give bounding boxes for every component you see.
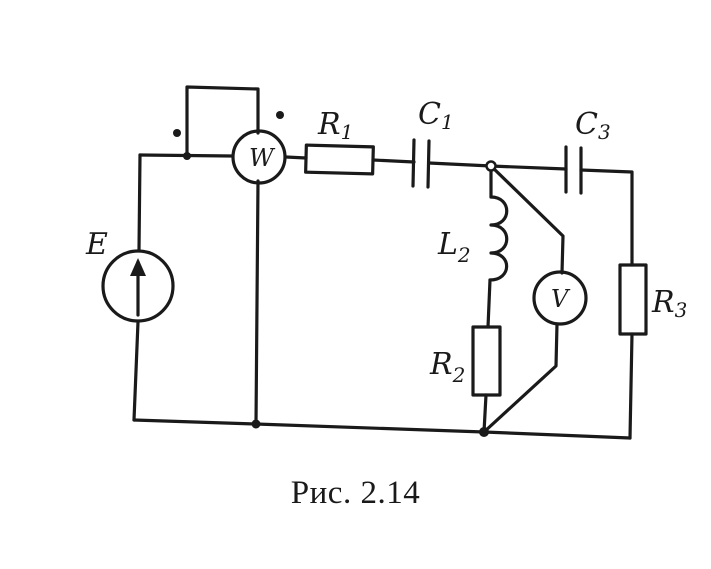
voltmeter-circle [532, 270, 588, 326]
label-w: W [249, 144, 276, 172]
wattmeter-voltage-wire [254, 179, 260, 426]
resistor-r3 [618, 263, 648, 336]
label-e: E [85, 227, 108, 262]
wattmeter-marker-dot-left [173, 129, 181, 137]
junction-bottom-w [251, 419, 261, 429]
label-l2: L2 [437, 227, 471, 267]
capacitor-c1-plate-left [411, 138, 416, 188]
label-r1: R1 [317, 107, 353, 144]
label-c1: C1 [418, 97, 454, 134]
figure-caption: Рис. 2.14 [290, 475, 421, 511]
wire-c1-node [427, 161, 493, 168]
label-c3: C3 [575, 107, 611, 144]
wattmeter-marker-dot-right [276, 111, 284, 119]
wire-r3-bottom [628, 332, 634, 440]
label-v: V [551, 285, 571, 313]
emf-arrow-head [130, 258, 146, 276]
wire-w-r1 [284, 155, 308, 160]
wire-r1-c1 [371, 158, 416, 164]
wire-c3-r3 [579, 168, 634, 267]
wire-r2-bottom [482, 393, 488, 434]
junction-top-node [485, 160, 497, 172]
inductor-l2 [488, 195, 509, 282]
wire-node-c3 [489, 164, 568, 171]
label-r2: R2 [429, 347, 465, 387]
wire-l2-r2 [486, 278, 492, 329]
wire-left-lower [132, 320, 140, 422]
wire-bottom-rail [132, 418, 632, 440]
resistor-r1 [304, 143, 375, 176]
wire-left-upper [137, 153, 142, 252]
voltmeter-lead-upper [489, 164, 565, 275]
resistor-r2 [471, 325, 502, 397]
junction-top-left [183, 152, 191, 160]
capacitor-c1-plate-right [426, 139, 431, 189]
junction-bottom-node [479, 427, 489, 437]
wattmeter-circle [231, 129, 287, 185]
emf-source-circle [101, 249, 175, 323]
label-r3: R3 [651, 285, 687, 322]
voltmeter-lead-lower [482, 322, 559, 434]
wattmeter-bridge-wire [185, 85, 260, 158]
